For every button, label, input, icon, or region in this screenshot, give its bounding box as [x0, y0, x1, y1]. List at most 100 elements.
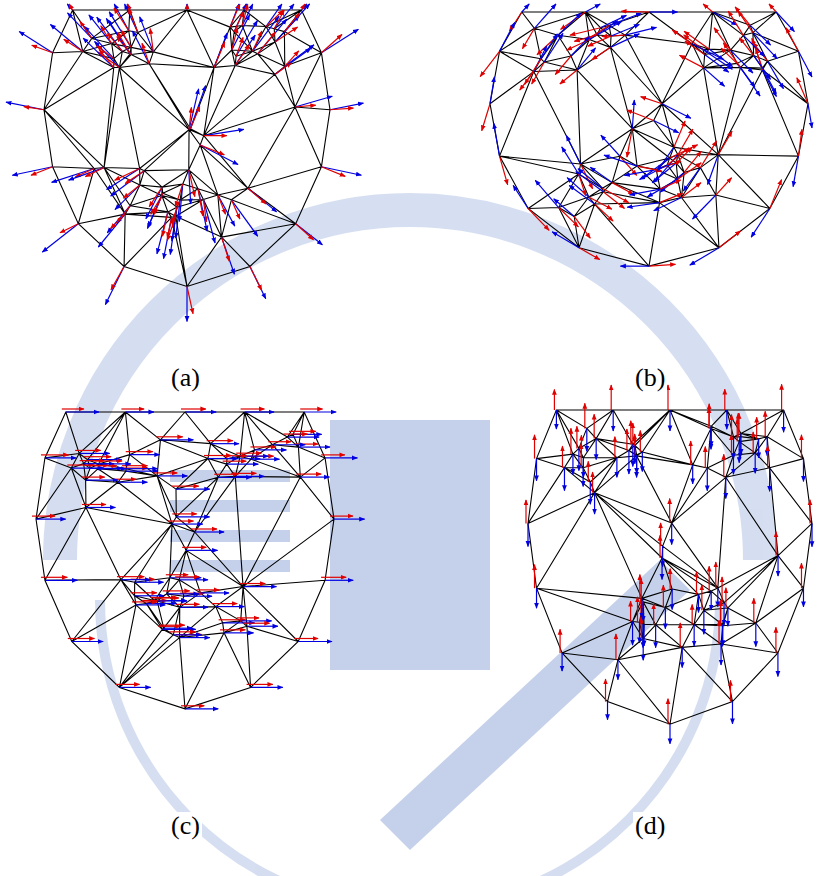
- displacement-arrow: [740, 67, 760, 96]
- displacement-arrow: [298, 446, 330, 447]
- displacement-arrow: [718, 131, 732, 154]
- displacement-arrow: [701, 585, 702, 610]
- displacement-arrow: [738, 413, 739, 433]
- displacement-arrow: [724, 389, 725, 410]
- displacement-arrow: [115, 684, 139, 685]
- displacement-arrow: [98, 214, 125, 247]
- displacement-arrow: [732, 702, 733, 724]
- displacement-arrow: [121, 30, 131, 47]
- displacement-arrow: [118, 33, 130, 54]
- displacement-arrow: [185, 411, 216, 412]
- displacement-arrow: [300, 476, 329, 477]
- displacement-arrow: [798, 129, 801, 156]
- displacement-arrow: [534, 565, 535, 589]
- displacement-arrow: [482, 104, 490, 131]
- displacement-arrow: [176, 489, 210, 490]
- displacement-arrow: [170, 577, 201, 578]
- displacement-arrow: [714, 28, 730, 50]
- displacement-arrow: [636, 455, 637, 474]
- displacement-arrow: [126, 451, 153, 452]
- displacement-arrow: [786, 28, 798, 51]
- mesh-panels: [6, 4, 812, 744]
- displacement-arrow: [754, 56, 771, 80]
- displacement-arrow: [649, 11, 678, 12]
- displacement-arrow: [534, 435, 535, 459]
- displacement-arrow: [31, 167, 53, 175]
- displacement-arrow: [294, 638, 318, 639]
- displacement-arrow: [107, 168, 140, 189]
- displacement-arrow: [232, 15, 250, 50]
- displacement-arrow: [146, 603, 176, 604]
- displacement-arrow: [636, 456, 637, 478]
- displacement-arrow: [250, 267, 262, 291]
- displacement-arrow: [703, 49, 732, 69]
- displacement-arrow: [811, 523, 812, 546]
- displacement-arrow: [753, 432, 754, 453]
- displacement-arrow: [130, 454, 160, 455]
- displacement-arrow: [241, 620, 272, 621]
- displacement-arrow: [321, 577, 346, 578]
- displacement-arrow: [555, 56, 571, 75]
- displacement-arrow: [731, 435, 732, 456]
- displacement-arrow: [172, 513, 196, 514]
- displacement-arrow: [64, 39, 83, 51]
- displacement-arrow: [576, 426, 577, 448]
- displacement-arrow: [571, 37, 589, 56]
- displacement-arrow: [756, 417, 757, 439]
- displacement-arrow: [82, 476, 105, 477]
- displacement-arrow: [570, 28, 600, 36]
- displacement-arrow: [558, 13, 581, 35]
- displacement-arrow: [123, 185, 139, 198]
- displacement-arrow: [753, 33, 777, 59]
- displacement-arrow: [330, 515, 353, 516]
- displacement-arrow: [250, 267, 266, 299]
- panel-label: (b): [633, 364, 667, 393]
- displacement-arrow: [654, 120, 679, 132]
- displacement-arrow: [268, 441, 291, 442]
- displacement-arrow: [654, 197, 682, 210]
- displacement-arrow: [247, 626, 278, 627]
- panel-label: (a): [169, 364, 202, 393]
- displacement-arrow: [513, 185, 528, 208]
- displacement-arrow: [627, 110, 654, 120]
- watermark-stroke: [380, 560, 690, 850]
- displacement-arrow: [738, 11, 753, 33]
- displacement-arrow: [204, 135, 227, 136]
- displacement-arrow: [669, 410, 670, 431]
- displacement-arrow: [232, 28, 238, 50]
- displacement-arrow: [725, 588, 726, 608]
- displacement-arrow: [321, 167, 361, 175]
- displacement-arrow: [733, 437, 734, 459]
- displacement-arrow: [287, 436, 319, 437]
- displacement-arrow: [613, 410, 614, 431]
- displacement-arrow: [615, 634, 616, 660]
- displacement-arrow: [720, 600, 721, 625]
- displacement-arrow: [304, 411, 336, 412]
- displacement-arrow: [667, 385, 668, 410]
- displacement-arrow: [717, 588, 718, 607]
- displacement-arrow: [579, 248, 600, 260]
- displacement-arrow: [68, 13, 92, 38]
- displacement-arrow: [711, 426, 712, 446]
- displacement-arrow: [716, 178, 732, 195]
- displacement-arrow: [614, 437, 615, 458]
- displacement-arrow: [536, 588, 537, 608]
- displacement-arrow: [227, 464, 259, 465]
- displacement-arrow: [480, 51, 499, 76]
- displacement-arrow: [334, 518, 365, 519]
- displacement-arrow: [556, 410, 557, 429]
- displacement-arrow: [680, 55, 704, 68]
- displacement-arrow: [125, 411, 153, 412]
- displacement-arrow: [162, 629, 195, 630]
- displacement-arrow: [181, 408, 206, 409]
- mesh-panel: [32, 409, 365, 709]
- displacement-arrow: [528, 209, 549, 231]
- displacement-arrow: [594, 493, 595, 514]
- triangle-mesh: [44, 10, 330, 286]
- displacement-arrow: [223, 461, 247, 462]
- displacement-arrow: [634, 445, 635, 463]
- displacement-arrow: [248, 188, 277, 212]
- displacement-arrow: [775, 627, 776, 653]
- displacement-arrow: [41, 454, 69, 455]
- displacement-arrow: [285, 45, 314, 66]
